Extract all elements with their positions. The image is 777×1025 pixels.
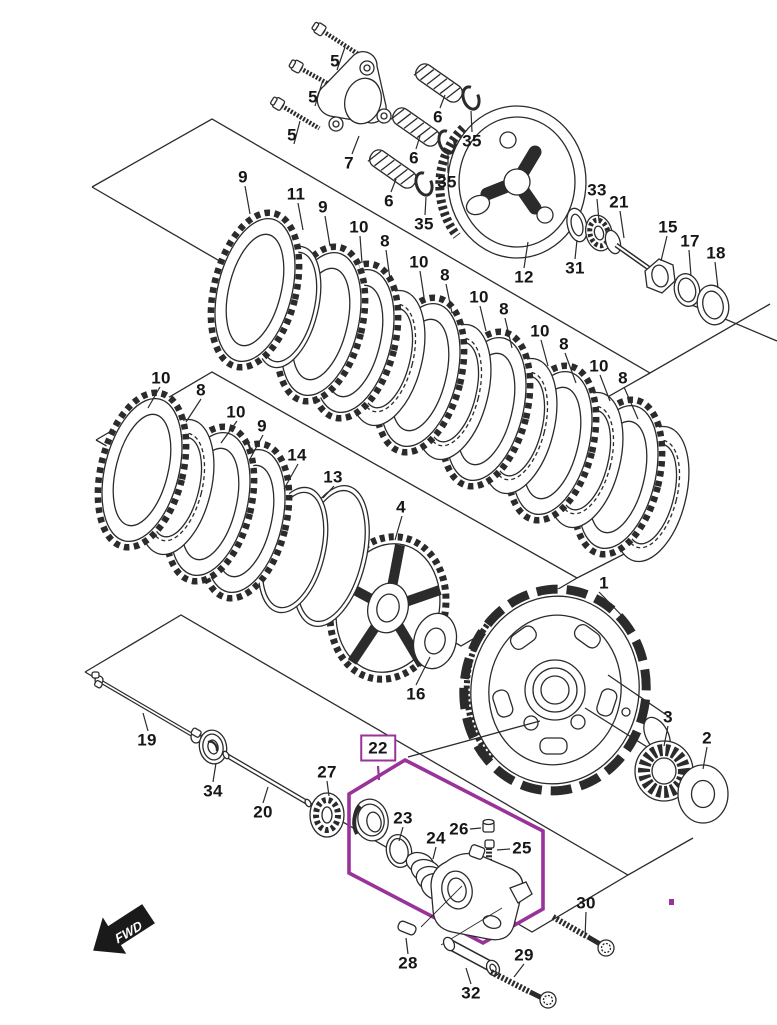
spacer-tube-32 (442, 936, 501, 977)
clutch-housing-1 (459, 584, 671, 796)
nut-15 (644, 258, 676, 294)
clutch-spring-6-2 (388, 104, 444, 150)
washer-18 (696, 284, 730, 326)
highlight-hexagon-22 (347, 757, 545, 946)
bleeder-cap-26 (482, 818, 495, 833)
spring-plate-7 (316, 51, 392, 132)
release-cylinder-body (430, 844, 533, 941)
group-outline-hub-group (679, 299, 777, 342)
push-rod-20 (222, 750, 312, 808)
highlight-speck (669, 899, 674, 905)
leader-lines (142, 46, 719, 985)
bolt-29 (489, 969, 557, 1009)
clutch-plate-stack-lower (83, 383, 370, 628)
release-piece-21 (604, 229, 652, 272)
snap-ring-35-3 (411, 169, 437, 199)
washer-17 (673, 273, 701, 307)
seal-34 (198, 729, 228, 765)
clutch-spring-6-1 (411, 60, 467, 106)
fwd-arrow: FWD (93, 904, 155, 954)
snap-ring-35-1 (458, 83, 484, 113)
thrust-washer-2 (677, 764, 729, 824)
bolt-5-3 (269, 95, 322, 133)
washer-16 (412, 612, 458, 670)
push-rod-19 (91, 671, 202, 744)
bolt-30 (551, 914, 615, 957)
washer-31 (566, 207, 588, 243)
clutch-spring-6-3 (365, 146, 421, 192)
seal-ring-23 (385, 834, 413, 868)
piston-cup (352, 798, 389, 842)
assembly-pointer-line (407, 720, 541, 758)
bearing-27 (309, 792, 345, 838)
pressure-plate-12 (435, 105, 587, 259)
